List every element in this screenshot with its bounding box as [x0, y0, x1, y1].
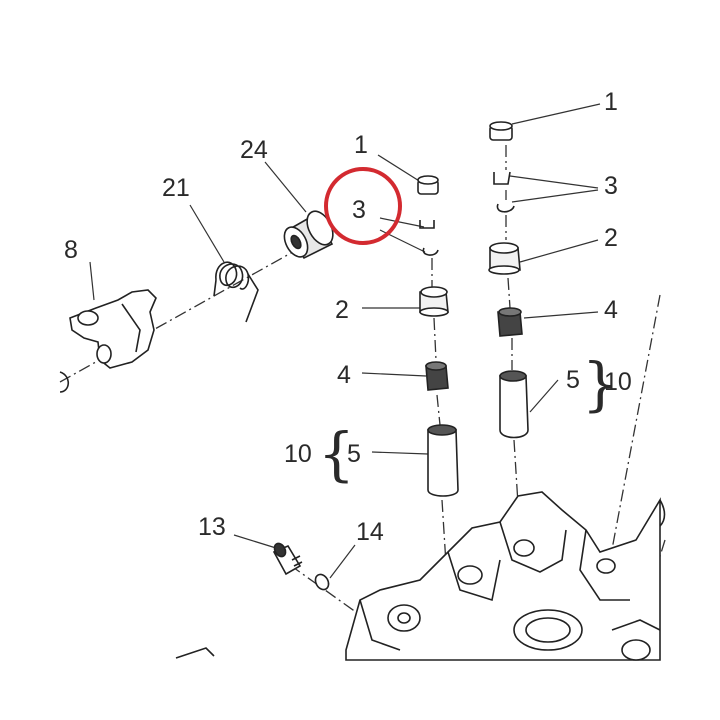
callout-1-left: 1: [354, 131, 368, 159]
callout-5-left: 5: [347, 440, 361, 468]
callout-14: 14: [356, 518, 384, 546]
callout-1-right: 1: [604, 88, 618, 116]
bushing-part: [283, 210, 334, 260]
washer-part: [314, 573, 330, 591]
callout-5-right: 5: [566, 366, 580, 394]
callout-2-right: 2: [604, 224, 618, 252]
brace-right: }: [582, 350, 619, 418]
callout-10-right: 10: [604, 368, 632, 396]
callout-13: 13: [198, 513, 226, 541]
callout-24: 24: [240, 136, 268, 164]
leader-lines: [89, 103, 601, 579]
callout-21: 21: [162, 174, 190, 202]
left-valve-stack: [417, 175, 459, 497]
callout-4-right: 4: [604, 296, 618, 324]
rocker-arm-part: [59, 289, 157, 393]
callout-3-highlighted: 3: [352, 196, 366, 224]
callout-2-left: 2: [335, 296, 349, 324]
highlight-circle: [324, 167, 402, 245]
callout-3-right: 3: [604, 172, 618, 200]
spring-part: [213, 261, 259, 323]
bolt-part: [272, 542, 303, 576]
brace-left: {: [318, 420, 355, 488]
callout-4-left: 4: [337, 361, 351, 389]
callout-8: 8: [64, 236, 78, 264]
callout-10-left: 10: [284, 440, 312, 468]
cylinder-head-part: [175, 491, 666, 661]
callout-labels: 1 1 3 3 2 2 4 4 5 10 10 5 8 21 24 13 14: [64, 88, 632, 546]
right-valve-stack: [488, 121, 529, 439]
